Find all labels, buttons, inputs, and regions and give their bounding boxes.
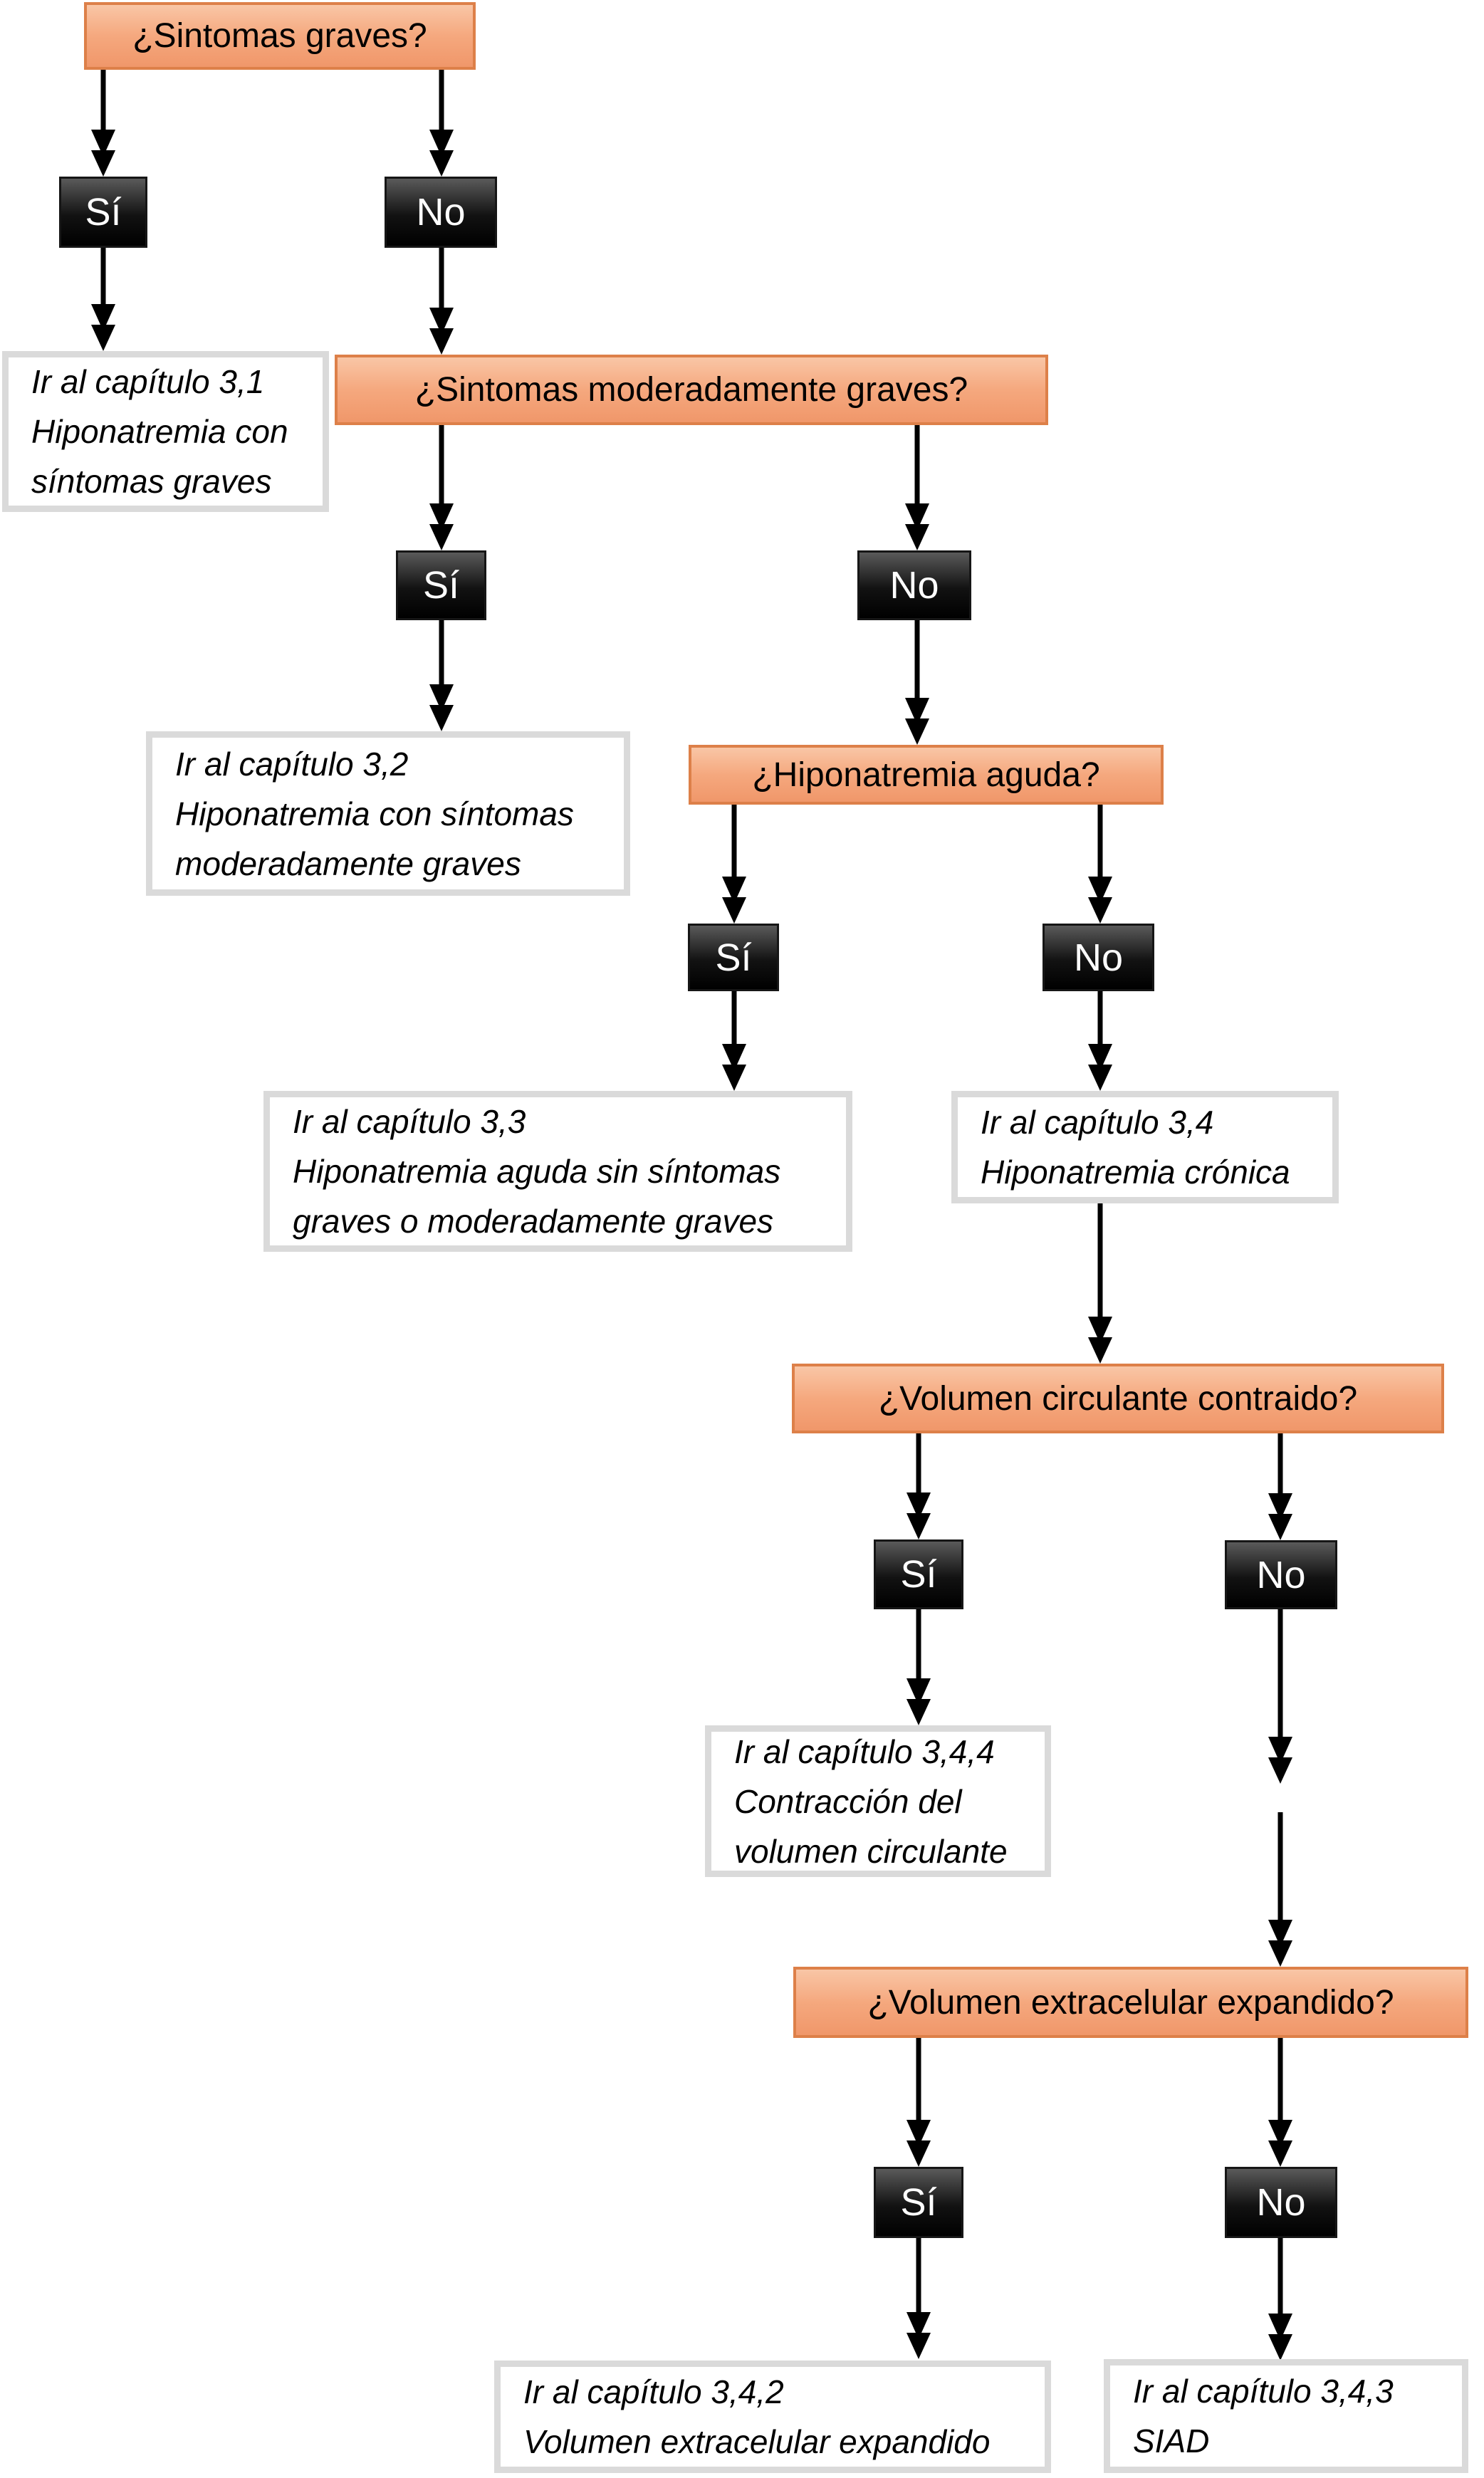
connector-arrow-15 <box>1268 1433 1292 1540</box>
result-line: Ir al capítulo 3,3 <box>293 1103 526 1140</box>
result-line: Ir al capítulo 3,2 <box>175 745 409 783</box>
connector-arrow-2 <box>429 70 454 177</box>
connector-arrow-7 <box>429 620 454 731</box>
result-line: Contracción del <box>734 1782 962 1820</box>
answer-box-si-4: Sí <box>874 1539 963 1609</box>
result-line: SIAD <box>1133 2422 1210 2459</box>
result-line: Ir al capítulo 3,4,4 <box>734 1732 995 1770</box>
result-line: síntomas graves <box>31 463 272 500</box>
result-line: volumen circulante <box>734 1832 1008 1870</box>
connector-arrow-20 <box>1268 2038 1292 2167</box>
connector-arrow-8 <box>905 620 929 745</box>
connector-arrow-22 <box>1268 2238 1292 2361</box>
connector-arrow-16 <box>906 1609 931 1725</box>
connector-arrow-3 <box>91 248 115 351</box>
connector-arrow-14 <box>906 1433 931 1539</box>
answer-box-si-1: Sí <box>59 177 147 248</box>
connector-arrow-9 <box>722 805 746 924</box>
answer-box-si-2: Sí <box>396 550 486 620</box>
result-line: Hiponatremia crónica <box>981 1154 1290 1191</box>
result-line: graves o moderadamente graves <box>293 1203 774 1240</box>
connector-arrow-18 <box>1268 1812 1292 1967</box>
answer-box-si-5: Sí <box>874 2167 963 2238</box>
answer-box-si-3: Sí <box>688 924 779 991</box>
question-box-1: ¿Sintomas graves? <box>84 2 476 70</box>
connector-arrow-10 <box>1088 805 1112 924</box>
result-line: Ir al capítulo 3,4,3 <box>1133 2373 1394 2410</box>
connector-arrow-13 <box>1088 1203 1112 1364</box>
connector-arrow-19 <box>906 2038 931 2167</box>
result-line: Ir al capítulo 3,4 <box>981 1104 1214 1141</box>
answer-box-no-4: No <box>1225 1540 1337 1609</box>
result-line: Hiponatremia aguda sin síntomas <box>293 1153 781 1190</box>
answer-box-no-2: No <box>857 550 971 620</box>
answer-box-no-3: No <box>1043 924 1154 991</box>
connector-arrow-4 <box>429 248 454 355</box>
question-box-5: ¿Volumen extracelular expandido? <box>793 1967 1468 2038</box>
connector-arrow-21 <box>906 2238 931 2359</box>
result-line: Hiponatremia con síntomas <box>175 795 574 832</box>
result-line: Volumen extracelular expandido <box>523 2423 991 2460</box>
answer-box-no-1: No <box>385 177 497 248</box>
result-line: moderadamente graves <box>175 845 521 882</box>
answer-box-no-5: No <box>1225 2167 1337 2238</box>
question-box-4: ¿Volumen circulante contraido? <box>792 1364 1444 1433</box>
connector-arrow-17 <box>1268 1609 1292 1784</box>
result-line: Ir al capítulo 3,4,2 <box>523 2373 784 2410</box>
connector-arrow-12 <box>1088 991 1112 1091</box>
question-box-2: ¿Sintomas moderadamente graves? <box>335 355 1048 425</box>
question-box-3: ¿Hiponatremia aguda? <box>689 745 1164 805</box>
result-line: Ir al capítulo 3,1 <box>31 363 265 400</box>
result-line: Hiponatremia con <box>31 413 288 450</box>
connector-arrow-6 <box>905 425 929 550</box>
connector-arrow-1 <box>91 70 115 177</box>
connector-arrow-11 <box>722 991 746 1091</box>
connector-arrow-5 <box>429 425 454 550</box>
